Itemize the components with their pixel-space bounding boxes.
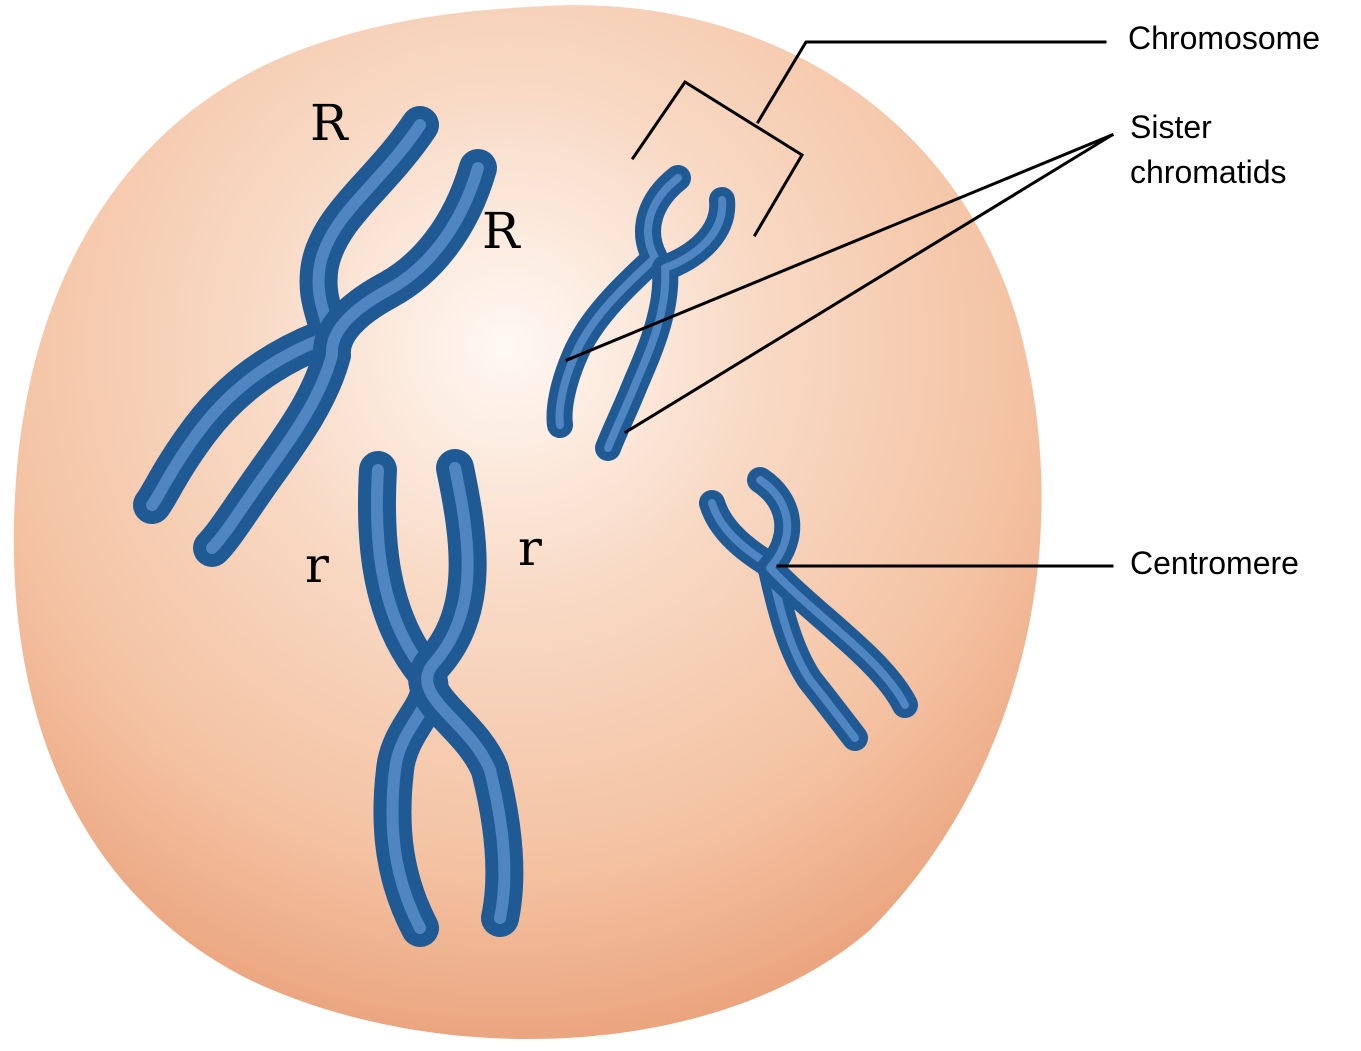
centromere-label: Centromere [1130, 545, 1299, 581]
sister-chromatids-label-line2: chromatids [1130, 154, 1287, 190]
allele-label-bottom-right: r [518, 519, 542, 577]
chromosome-label: Chromosome [1128, 20, 1320, 56]
allele-label-bottom-left: r [305, 536, 329, 594]
allele-label-top-left: R [310, 94, 349, 152]
allele-label-top-right: R [482, 202, 521, 260]
sister-chromatids-label-line1: Sister [1130, 109, 1212, 145]
